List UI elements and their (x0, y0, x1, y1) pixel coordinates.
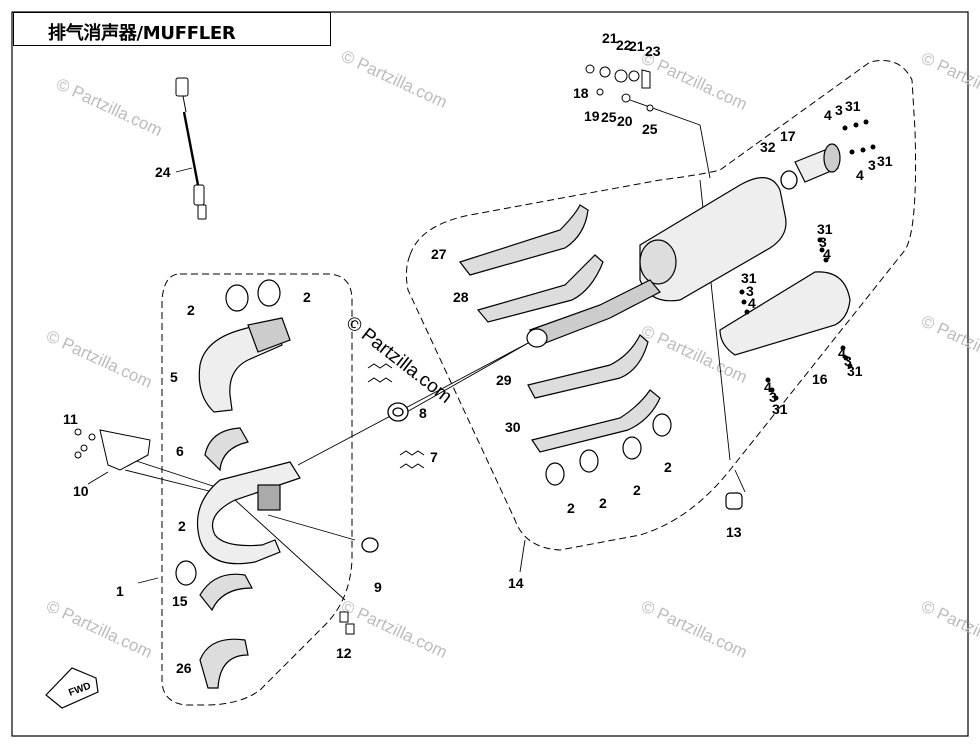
callout-21: 21 (629, 38, 645, 54)
callout-30: 30 (505, 419, 521, 435)
callout-32: 32 (760, 139, 776, 155)
callout-20: 20 (617, 113, 633, 129)
callout-21: 21 (602, 30, 618, 46)
parts-3-4-31-fasteners (739, 119, 876, 401)
page-title: 排气消声器/MUFFLER (48, 23, 236, 44)
callout-19: 19 (584, 108, 600, 124)
group-outline-left (161, 273, 353, 706)
part-9-gasket (361, 537, 379, 553)
part-1-front-pipe (196, 461, 301, 565)
callout-2: 2 (567, 500, 575, 516)
part-10-bracket (74, 428, 151, 471)
watermark-2: © Partzilla.com (338, 46, 450, 112)
callout-18: 18 (573, 85, 589, 101)
watermark-8: © Partzilla.com (43, 596, 155, 662)
callout-1: 1 (116, 583, 124, 599)
callout-27: 27 (431, 246, 447, 262)
callout-4: 4 (838, 345, 846, 361)
callout-13: 13 (726, 524, 742, 540)
title-box: 排气消声器/MUFFLER (13, 12, 331, 46)
watermark-10: © Partzilla.com (638, 596, 750, 662)
callout-2: 2 (664, 459, 672, 475)
callout-28: 28 (453, 289, 469, 305)
callout-4: 4 (824, 107, 832, 123)
parts-18-25-small-hardware (585, 64, 654, 112)
callout-3: 3 (844, 353, 852, 369)
part-12-bolts (339, 611, 355, 635)
watermark-7: © Partzilla.com (918, 311, 980, 377)
callout-6: 6 (176, 443, 184, 459)
callout-10: 10 (73, 483, 89, 499)
callout-2: 2 (633, 482, 641, 498)
callout-31: 31 (847, 363, 863, 379)
group-outline-right (405, 60, 917, 551)
callout-4: 4 (748, 295, 756, 311)
callout-17: 17 (780, 128, 796, 144)
watermark-5: © Partzilla.com (43, 326, 155, 392)
callout-4: 4 (856, 167, 864, 183)
watermark-9: © Partzilla.com (338, 596, 450, 662)
part-16-muffler-shield (719, 271, 851, 356)
callout-24: 24 (155, 164, 171, 180)
leader-lines (87, 99, 746, 601)
callout-11: 11 (63, 411, 78, 427)
callout-7: 7 (430, 449, 438, 465)
callout-8: 8 (419, 405, 427, 421)
part-8-gasket (387, 402, 409, 422)
callout-2: 2 (178, 518, 186, 534)
callout-3: 3 (819, 234, 827, 250)
callout-16: 16 (812, 371, 828, 387)
callout-26: 26 (176, 660, 192, 676)
callout-23: 23 (645, 43, 661, 59)
part-2-clamps-left (175, 279, 281, 586)
callout-31: 31 (741, 270, 757, 286)
callout-4: 4 (823, 246, 831, 262)
callout-3: 3 (868, 157, 876, 173)
part-27-28-heat-shields (459, 204, 604, 323)
callout-2: 2 (599, 495, 607, 511)
part-7-springs (367, 363, 425, 469)
callout-31: 31 (845, 98, 861, 114)
part-32-gasket (780, 170, 798, 190)
callout-3: 3 (835, 102, 843, 118)
forward-arrow-icon: FWD (45, 667, 99, 709)
callout-5: 5 (170, 369, 178, 385)
part-13-grommet (725, 492, 743, 510)
watermark-11: © Partzilla.com (918, 596, 980, 662)
callout-12: 12 (336, 645, 352, 661)
callout-25: 25 (642, 121, 658, 137)
callout-31: 31 (772, 401, 788, 417)
callout-31: 31 (817, 221, 833, 237)
part-15-heat-shield (199, 573, 254, 612)
callout-3: 3 (769, 389, 777, 405)
callout-9: 9 (374, 579, 382, 595)
part-2-clamps-right (545, 413, 672, 486)
part-14-muffler-body (526, 177, 787, 348)
callout-29: 29 (496, 372, 512, 388)
callout-2: 2 (187, 302, 195, 318)
part-17-tail-pipe (794, 143, 841, 183)
diagram-frame (11, 11, 969, 737)
callout-2: 2 (303, 289, 311, 305)
callout-15: 15 (172, 593, 188, 609)
callout-labels: 1 2 2 2 2 2 2 2 5 6 7 8 9 10 11 12 13 14… (63, 30, 893, 676)
part-5-header-pipe (198, 317, 291, 413)
part-26-heat-shield (199, 638, 249, 689)
callout-25: 25 (601, 109, 617, 125)
part-6-heat-shield (204, 427, 249, 472)
callout-22: 22 (616, 37, 632, 53)
callout-4: 4 (764, 379, 772, 395)
callout-14: 14 (508, 575, 524, 591)
callout-3: 3 (746, 283, 754, 299)
watermark-4: © Partzilla.com (918, 48, 980, 114)
part-24-oxygen-sensor (175, 77, 207, 220)
part-29-30-heat-shields (527, 334, 661, 453)
watermark-1: © Partzilla.com (53, 74, 165, 140)
callout-31: 31 (877, 153, 893, 169)
